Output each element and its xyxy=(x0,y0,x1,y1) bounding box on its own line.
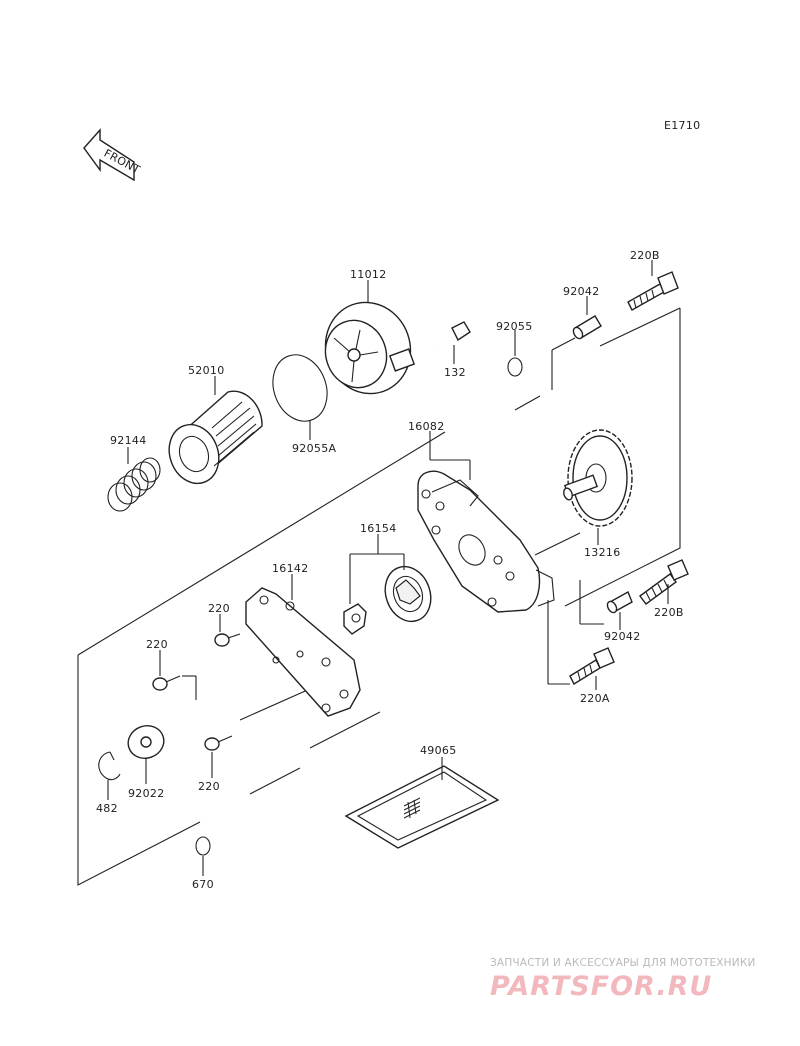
part-label-92042-bottom: 92042 xyxy=(604,630,641,643)
watermark-logo: PARTSFOR.RU xyxy=(490,971,712,1002)
spring xyxy=(107,457,161,512)
part-label-220-a: 220 xyxy=(208,602,230,615)
oil-filter-element xyxy=(168,390,263,485)
part-label-16154: 16154 xyxy=(360,522,397,535)
part-label-13216: 13216 xyxy=(584,546,621,559)
watermark: ЗАПЧАСТИ И АКСЕССУАРЫ ДЛЯ МОТОТЕХНИКИ PA… xyxy=(490,957,756,1002)
bolt-132 xyxy=(436,321,471,350)
part-label-220B-bottom: 220B xyxy=(654,606,684,619)
o-ring-small xyxy=(507,357,523,377)
oil-strainer xyxy=(344,765,500,849)
part-label-92144: 92144 xyxy=(110,434,147,447)
part-label-92055A: 92055A xyxy=(292,442,336,455)
circlip xyxy=(98,751,121,781)
o-ring-large xyxy=(272,354,328,422)
part-label-16082: 16082 xyxy=(408,420,445,433)
part-label-49065: 49065 xyxy=(420,744,457,757)
part-label-16142: 16142 xyxy=(272,562,309,575)
bolt-220B-top xyxy=(627,271,679,311)
o-ring-670 xyxy=(195,836,211,856)
part-label-132: 132 xyxy=(444,366,466,379)
part-label-670: 670 xyxy=(192,878,214,891)
pump-cover-plate xyxy=(245,587,361,717)
oil-pump-body xyxy=(417,470,555,613)
pump-rotor-set xyxy=(343,565,432,635)
part-label-92042-top: 92042 xyxy=(563,285,600,298)
screw-220-a xyxy=(214,633,241,647)
watermark-tagline: ЗАПЧАСТИ И АКСЕССУАРЫ ДЛЯ МОТОТЕХНИКИ xyxy=(490,957,756,969)
part-label-220B-top: 220B xyxy=(630,249,660,262)
part-label-11012: 11012 xyxy=(350,268,387,281)
part-label-92055: 92055 xyxy=(496,320,533,333)
part-label-92022: 92022 xyxy=(128,787,165,800)
bolt-220B-bottom xyxy=(639,559,689,605)
part-label-482: 482 xyxy=(96,802,118,815)
dowel-pin-top xyxy=(572,315,602,340)
pump-drive-gear xyxy=(563,429,633,527)
part-label-220A: 220A xyxy=(580,692,610,705)
screw-220-c xyxy=(204,735,233,751)
front-arrow-icon: FRONT xyxy=(83,128,142,182)
bolt-220A xyxy=(569,647,615,685)
screw-220-b xyxy=(152,675,181,691)
diagram-code: E1710 xyxy=(664,119,700,132)
part-label-220-b: 220 xyxy=(146,638,168,651)
part-label-52010: 52010 xyxy=(188,364,225,377)
dowel-pin-bottom xyxy=(606,591,633,614)
washer xyxy=(127,725,165,759)
oil-filter-cover xyxy=(324,301,416,395)
assembly-frame xyxy=(77,307,681,886)
part-label-220-c: 220 xyxy=(198,780,220,793)
